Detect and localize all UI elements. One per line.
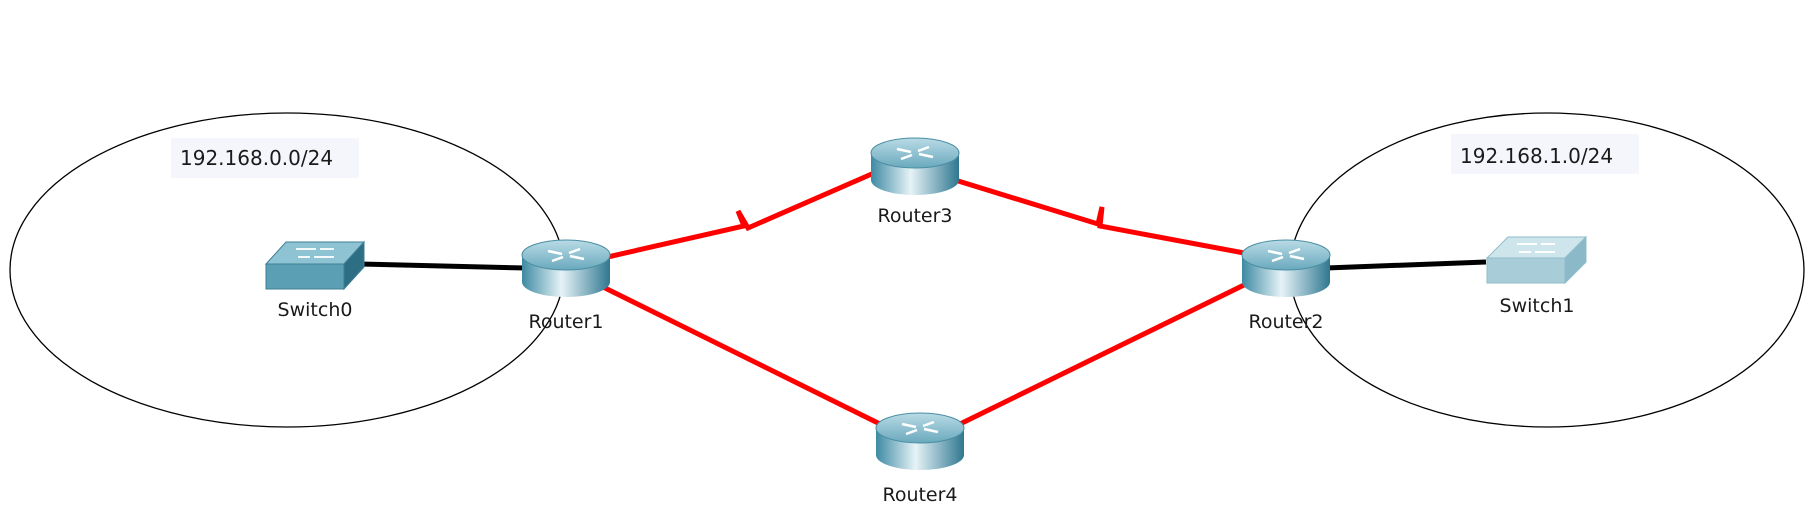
link-switch0-router1[interactable] [359,261,527,271]
device-label: Switch0 [278,299,353,321]
link-router2-switch1[interactable] [1325,259,1487,271]
note-background [1451,134,1639,174]
device-label: Router2 [1248,311,1323,333]
note-background [171,138,359,178]
device-label: Switch1 [1500,295,1575,317]
device-label: Router3 [877,205,952,227]
switch-icon [264,240,366,291]
router-icon [521,239,611,297]
link-router3-router2[interactable] [954,177,1245,256]
device-router4[interactable]: Router4 [875,412,965,506]
router-icon [870,137,960,195]
network-label-left: 192.168.0.0/24 [180,146,333,170]
link-router1-router4[interactable] [601,284,882,427]
device-router3[interactable]: Router3 [870,137,960,227]
link-router1-router3[interactable] [602,170,876,261]
device-label: Router4 [882,484,957,506]
link-router4-router2[interactable] [958,282,1246,427]
router-icon [1241,239,1331,297]
switch-icon [1485,235,1588,285]
device-router1[interactable]: Router1 [521,239,611,333]
device-label: Router1 [528,311,603,333]
network-note-right[interactable]: 192.168.1.0/24 [1451,134,1639,174]
device-router2[interactable]: Router2 [1241,239,1331,333]
network-label-right: 192.168.1.0/24 [1460,144,1613,168]
network-note-left[interactable]: 192.168.0.0/24 [171,138,359,178]
device-switch1[interactable]: Switch1 [1485,235,1588,317]
router-icon [875,412,965,470]
device-switch0[interactable]: Switch0 [264,240,366,321]
